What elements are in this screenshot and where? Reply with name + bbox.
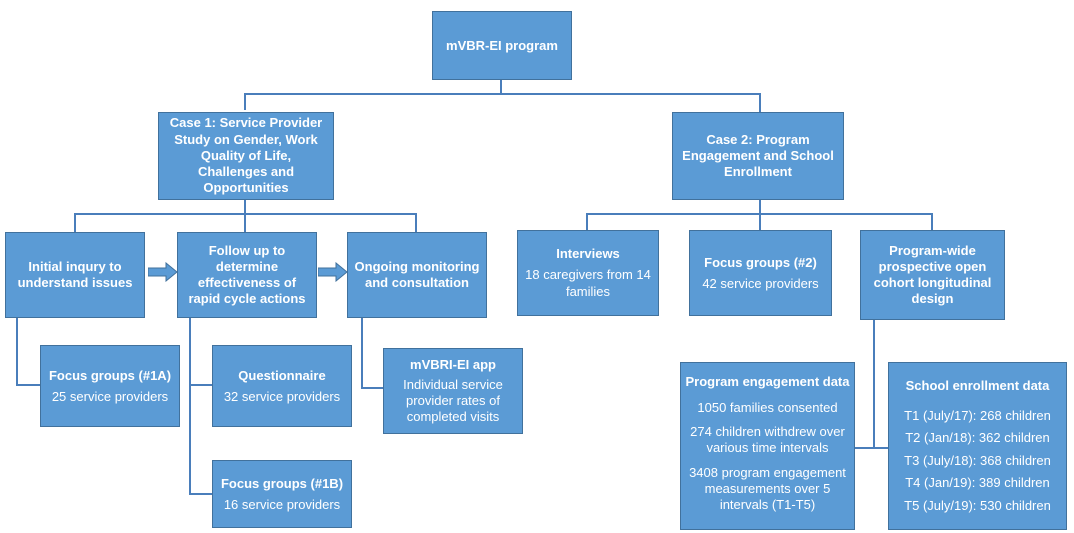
connector-case1-children [74,200,417,232]
arrow-right-icon [318,262,348,282]
case1-box: Case 1: Service Provider Study on Gender… [158,112,334,200]
questionnaire-box: Questionnaire 32 service providers [212,345,352,427]
engagement-title: Program engagement data [685,374,850,389]
engagement-line: 1050 families consented [697,399,838,415]
case2-title: Case 2: Program Engagement and School En… [682,131,834,180]
ongoing-box: Ongoing monitoring and consultation [347,232,487,318]
connector-initial-focus1a [16,318,40,386]
connector-cohort-data [855,320,888,449]
case2-box: Case 2: Program Engagement and School En… [672,112,844,200]
engagement-line: 3408 program engagement measurements ove… [689,464,846,513]
questionnaire-title: Questionnaire [238,367,326,383]
cohort-title: Program-wide prospective open cohort lon… [873,242,992,307]
interviews-title: Interviews [556,246,620,262]
initial-inquiry-box: Initial inqury to understand issues [5,232,145,318]
ongoing-title: Ongoing monitoring and consultation [354,258,480,290]
engagement-line: 274 children withdrew over various time … [690,424,845,456]
arrow-right-icon [148,262,178,282]
enrollment-line: T1 (July/17): 268 children [904,407,1051,423]
enrollment-box: School enrollment data T1 (July/17): 268… [888,362,1067,530]
focus2-text: 42 service providers [702,275,819,291]
interviews-text: 18 caregivers from 14 families [525,266,651,300]
engagement-box: Program engagement data 1050 families co… [680,362,855,530]
root-title: mVBR-EI program [446,37,558,53]
followup-title: Follow up to determine effectiveness of … [188,242,306,307]
focus1b-text: 16 service providers [223,496,341,512]
initial-inquiry-title: Initial inqury to understand issues [17,258,133,290]
connector-root-cases [244,80,761,112]
app-title: mVBRI-EI app [410,357,496,373]
connector-followup-children [189,318,212,495]
app-box: mVBRI-EI app Individual service provider… [383,348,523,434]
connector-case2-children [586,200,933,230]
interviews-box: Interviews 18 caregivers from 14 familie… [517,230,659,316]
focus1a-title: Focus groups (#1A) [48,367,172,383]
app-text: Individual service provider rates of com… [403,376,503,425]
enrollment-line: T5 (July/19): 530 children [904,497,1051,513]
case1-title: Case 1: Service Provider Study on Gender… [169,115,323,196]
focus2-title: Focus groups (#2) [704,254,817,270]
connector-ongoing-app [361,318,383,389]
focus1a-text: 25 service providers [51,388,169,404]
followup-box: Follow up to determine effectiveness of … [177,232,317,318]
focus1b-box: Focus groups (#1B) 16 service providers [212,460,352,528]
focus1b-title: Focus groups (#1B) [220,475,344,491]
questionnaire-text: 32 service providers [223,388,341,404]
root-box: mVBR-EI program [432,11,572,80]
focus1a-box: Focus groups (#1A) 25 service providers [40,345,180,427]
cohort-box: Program-wide prospective open cohort lon… [860,230,1005,320]
enrollment-line: T3 (July/18): 368 children [904,452,1051,468]
enrollment-line: T2 (Jan/18): 362 children [905,430,1050,446]
enrollment-line: T4 (Jan/19): 389 children [905,475,1050,491]
focus2-box: Focus groups (#2) 42 service providers [689,230,832,316]
enrollment-title: School enrollment data [905,378,1050,393]
